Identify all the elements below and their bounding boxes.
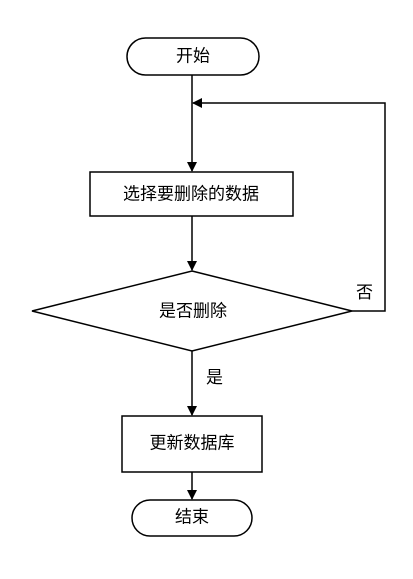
decision-label: 是否删除 [159,301,227,322]
start-terminator [126,37,260,76]
update-database-label: 更新数据库 [149,433,235,454]
update-database-process [121,415,263,473]
yes-edge-label: 是 [206,368,223,388]
select-data-label: 选择要删除的数据 [123,184,259,205]
arrow-no-loop [192,98,386,312]
end-terminator [131,499,253,537]
no-edge-label: 否 [356,283,373,303]
select-data-process [89,171,294,217]
start-label: 开始 [176,46,210,67]
end-label: 结束 [175,507,209,528]
